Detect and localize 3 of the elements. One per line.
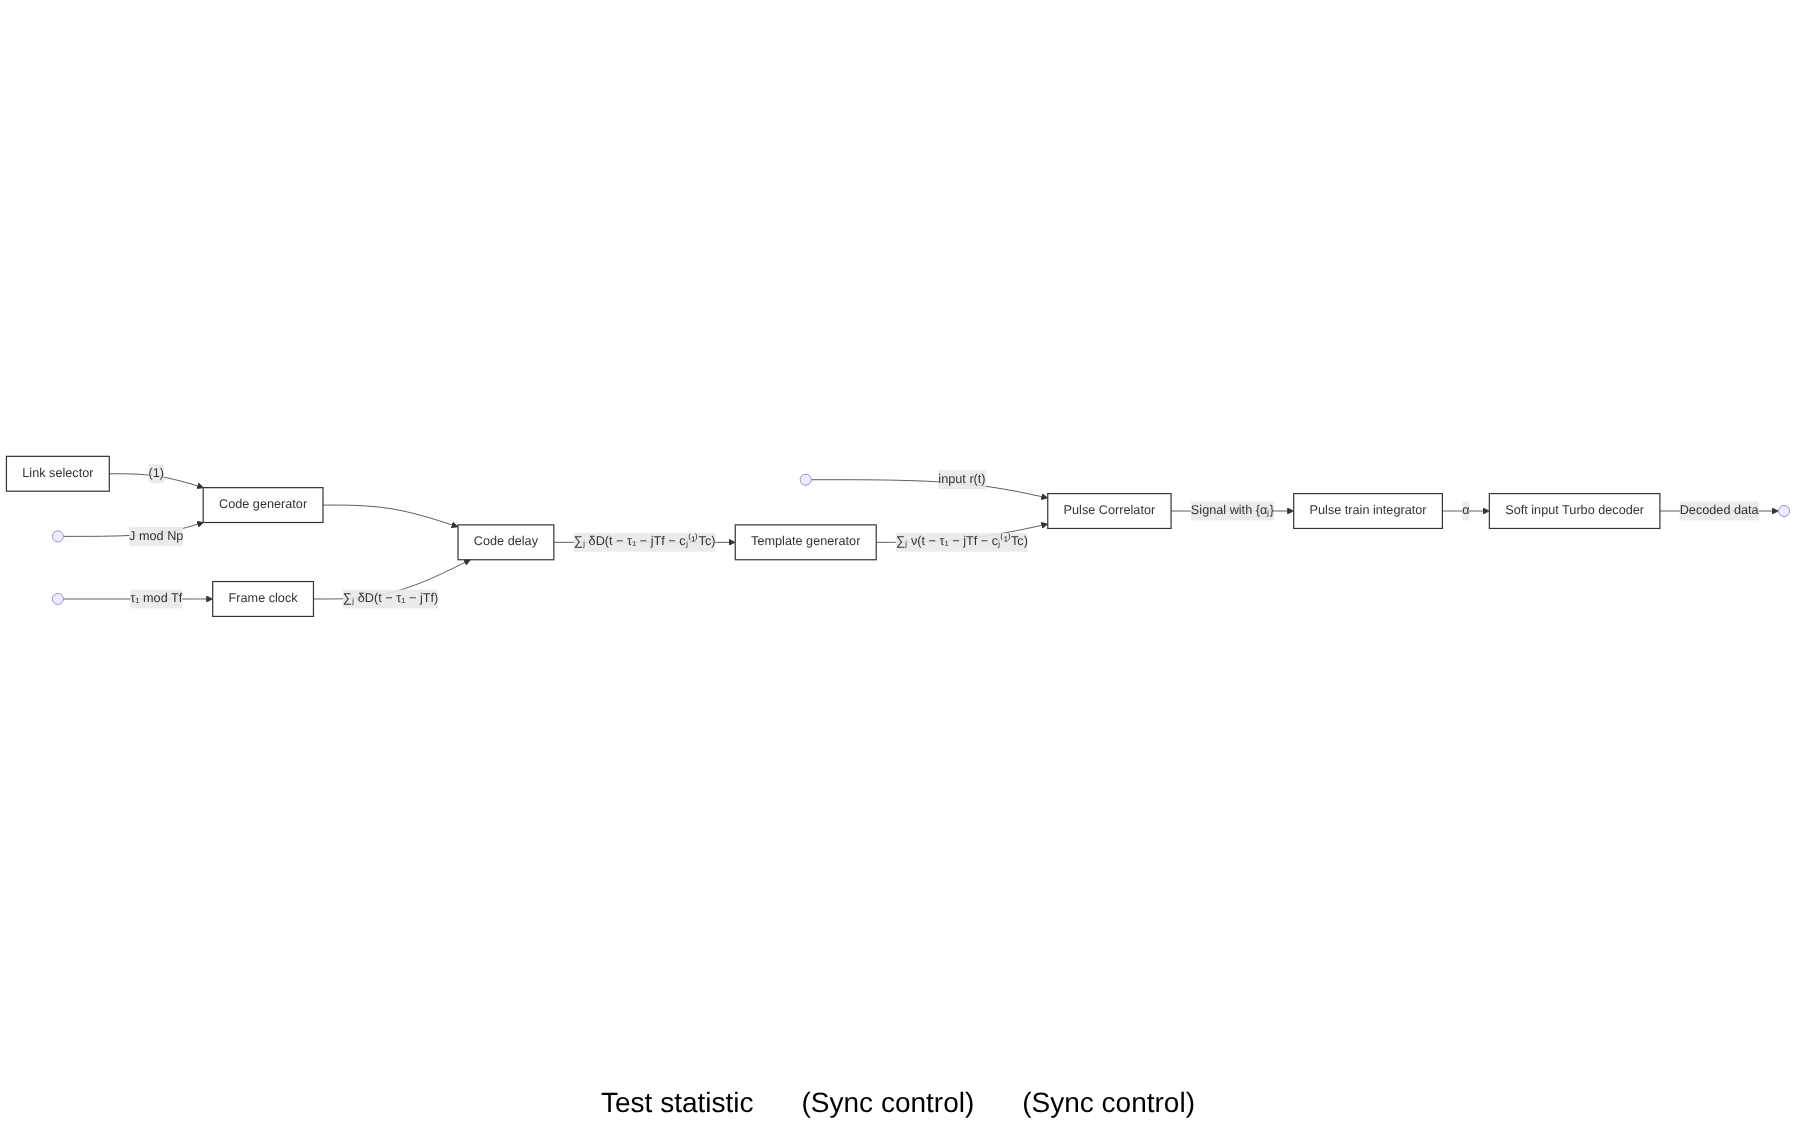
- note-text: (Sync control): [801, 1086, 975, 1118]
- note-text: (Sync control): [1022, 1086, 1195, 1118]
- note-text: Test statistic: [601, 1086, 754, 1118]
